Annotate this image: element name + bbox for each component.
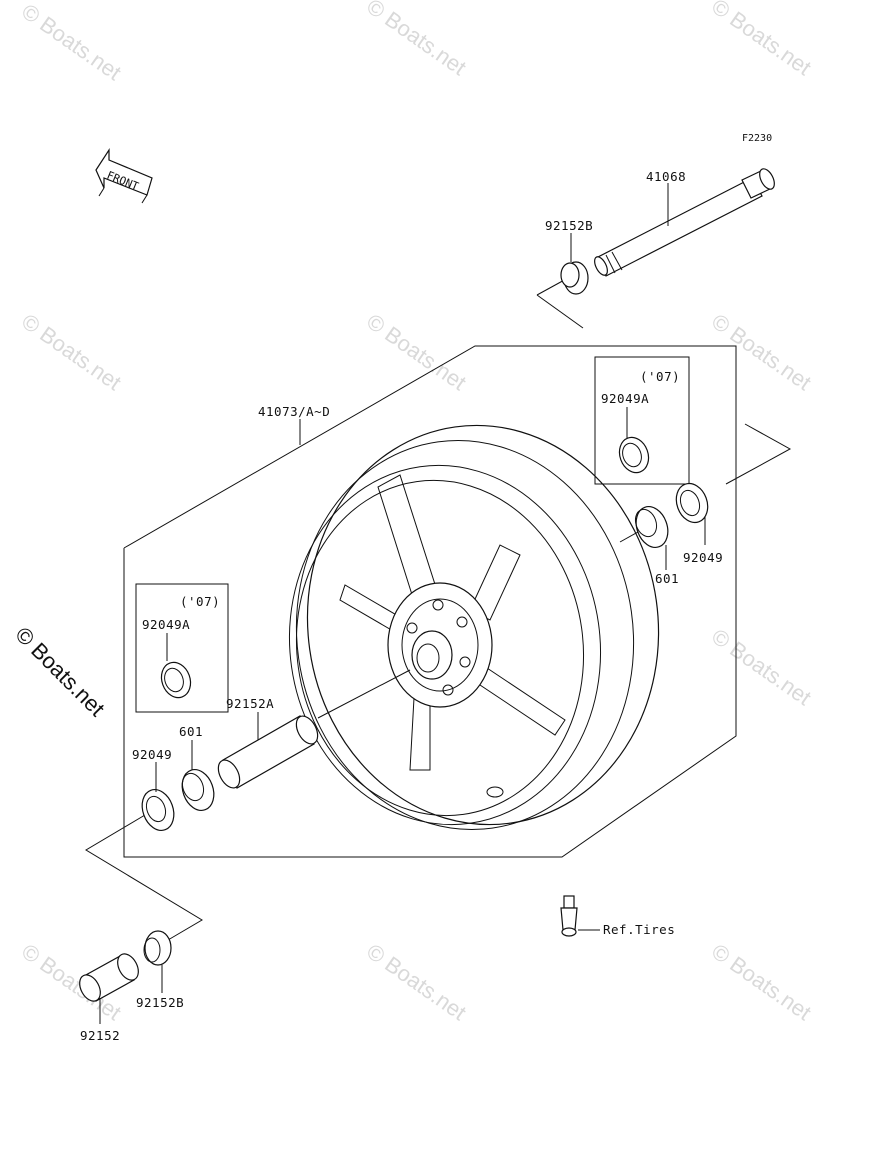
- right-optional-seal-box: [594, 356, 690, 485]
- side-watermark: © Boats.net: [10, 622, 109, 721]
- assembly-outline: [123, 345, 737, 858]
- watermark: © Boats.net: [707, 0, 816, 80]
- axle-leader: [536, 294, 584, 329]
- watermark: © Boats.net: [362, 939, 471, 1026]
- ref-tires-label: Ref.Tires: [603, 922, 675, 937]
- spacer-part: [217, 715, 319, 789]
- seal-right-boxed-part: [618, 436, 650, 474]
- watermark: © Boats.net: [362, 309, 471, 396]
- seal-right-part: [675, 482, 709, 524]
- collar-bottom-b-part: [143, 930, 172, 966]
- wheel-part: [288, 424, 660, 831]
- label-year-left: ('07): [180, 594, 220, 609]
- axle-part: [594, 168, 775, 277]
- watermark: © Boats.net: [707, 624, 816, 711]
- label-92152b-top: 92152B: [545, 218, 593, 233]
- label-41068: 41068: [646, 169, 686, 184]
- watermark: © Boats.net: [362, 0, 471, 80]
- collar-top-part: [560, 261, 589, 295]
- label-92152a: 92152A: [226, 696, 274, 711]
- watermark: © Boats.net: [17, 309, 126, 396]
- bearing-right-part: [634, 506, 669, 548]
- watermark: © Boats.net: [707, 309, 816, 396]
- label-601-left: 601: [179, 724, 203, 739]
- label-601-right: 601: [655, 571, 679, 586]
- watermark: © Boats.net: [17, 0, 126, 85]
- label-92152b-bottom: 92152B: [136, 995, 184, 1010]
- valve-stem-icon: [560, 895, 578, 937]
- collar-bottom-part: [79, 953, 139, 1002]
- label-92049-right: 92049: [683, 550, 723, 565]
- watermark: © Boats.net: [707, 939, 816, 1026]
- label-41073: 41073/A~D: [258, 404, 330, 419]
- label-92049a-left: 92049A: [142, 617, 190, 632]
- label-year-right: ('07): [640, 369, 680, 384]
- seal-left-boxed-part: [160, 661, 192, 699]
- label-92152-bottom: 92152: [80, 1028, 120, 1043]
- left-optional-seal-box: [135, 583, 229, 713]
- figure-code: F2230: [742, 133, 772, 144]
- bearing-left-part: [181, 769, 215, 811]
- label-92049-left: 92049: [132, 747, 172, 762]
- front-arrow-icon: FRONT: [95, 147, 153, 204]
- seal-left-part: [141, 789, 175, 831]
- label-92049a-right: 92049A: [601, 391, 649, 406]
- left-bracket-line: [85, 811, 203, 941]
- right-bracket-line: [725, 423, 792, 485]
